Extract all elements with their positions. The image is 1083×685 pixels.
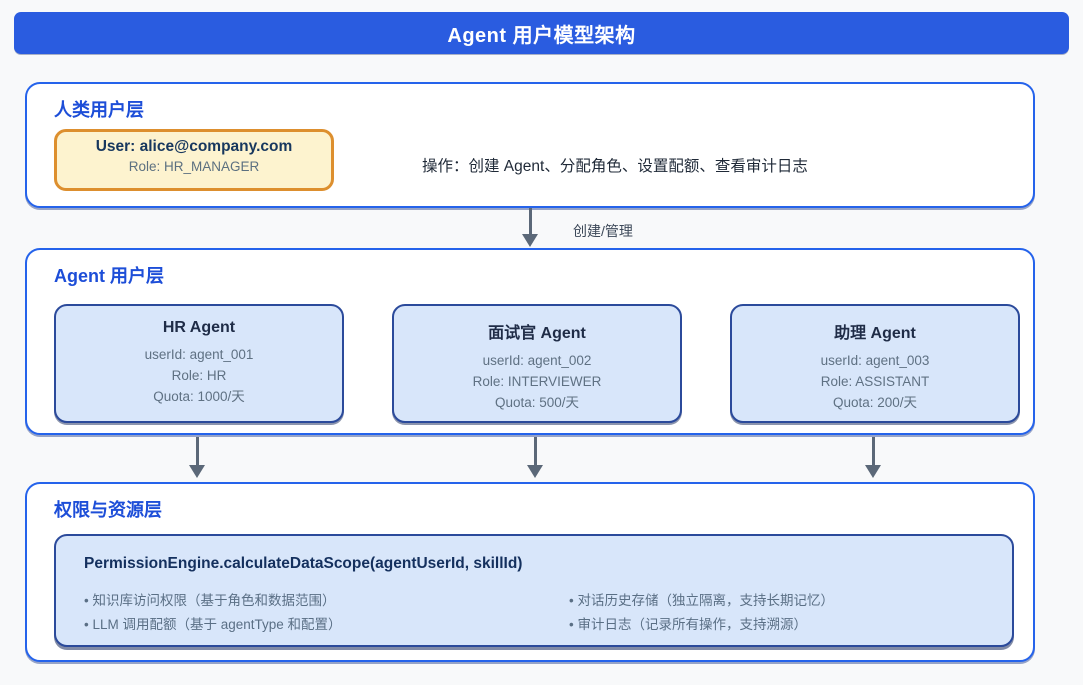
- arrow-down-icon: [522, 208, 538, 247]
- arrow-head: [522, 234, 538, 247]
- permission-resource-layer-section: 权限与资源层 PermissionEngine.calculateDataSco…: [25, 482, 1035, 662]
- agent-card-assistant: 助理 Agent userId: agent_003 Role: ASSISTA…: [730, 304, 1020, 423]
- permission-layer-title: 权限与资源层: [54, 500, 162, 520]
- agent-quota: Quota: 1000/天: [153, 389, 245, 404]
- agent-card-hr: HR Agent userId: agent_001 Role: HR Quot…: [54, 304, 344, 423]
- permission-bullets-right: • 对话历史存储（独立隔离，支持长期记忆） • 审计日志（记录所有操作，支持溯源…: [569, 589, 834, 637]
- agent-name: 面试官 Agent: [488, 325, 586, 342]
- agent-role: Role: INTERVIEWER: [472, 374, 602, 389]
- arrow-shaft: [528, 208, 532, 235]
- bullet-item: • 审计日志（记录所有操作，支持溯源）: [569, 617, 807, 632]
- agent-name: 助理 Agent: [834, 325, 916, 342]
- permission-engine-box: PermissionEngine.calculateDataScope(agen…: [54, 534, 1014, 647]
- user-role-label: Role: HR_MANAGER: [128, 159, 260, 174]
- edge-label-create-manage: 创建/管理: [573, 223, 633, 239]
- agent-user-id: userId: agent_001: [144, 347, 254, 362]
- arrow-head: [189, 465, 205, 478]
- arrow-down-icon: [865, 437, 881, 478]
- agent-user-layer-section: Agent 用户层 HR Agent userId: agent_001 Rol…: [25, 248, 1035, 435]
- agent-role: Role: HR: [171, 368, 227, 383]
- arrow-shaft: [533, 437, 537, 466]
- human-user-layer-section: 人类用户层 User: alice@company.com Role: HR_M…: [25, 82, 1035, 208]
- arrow-head: [865, 465, 881, 478]
- agent-role: Role: ASSISTANT: [820, 374, 930, 389]
- bullet-item: • LLM 调用配额（基于 agentType 和配置）: [84, 617, 342, 632]
- arrow-down-icon: [527, 437, 543, 478]
- arrow-shaft: [871, 437, 875, 466]
- human-layer-title: 人类用户层: [54, 100, 144, 120]
- agent-card-interviewer: 面试官 Agent userId: agent_002 Role: INTERV…: [392, 304, 682, 423]
- permission-engine-signature: PermissionEngine.calculateDataScope(agen…: [84, 555, 523, 572]
- agent-user-id: userId: agent_002: [482, 353, 592, 368]
- arrow-shaft: [195, 437, 199, 466]
- arrow-down-icon: [189, 437, 205, 478]
- bullet-item: • 对话历史存储（独立隔离，支持长期记忆）: [569, 593, 834, 608]
- permission-bullets-left: • 知识库访问权限（基于角色和数据范围） • LLM 调用配额（基于 agent…: [84, 589, 342, 637]
- agent-name: HR Agent: [162, 319, 236, 336]
- arrow-head: [527, 465, 543, 478]
- bullet-item: • 知识库访问权限（基于角色和数据范围）: [84, 593, 336, 608]
- page-title: Agent 用户模型架构: [447, 24, 636, 47]
- agent-quota: Quota: 200/天: [832, 395, 918, 410]
- user-email-label: User: alice@company.com: [95, 138, 293, 155]
- agent-quota: Quota: 500/天: [494, 395, 580, 410]
- agent-user-id: userId: agent_003: [820, 353, 930, 368]
- diagram-title-bar: Agent 用户模型架构: [14, 12, 1069, 54]
- human-actions-text: 操作：创建 Agent、分配角色、设置配额、查看审计日志: [422, 158, 808, 175]
- agent-layer-title: Agent 用户层: [54, 266, 164, 286]
- human-user-card: User: alice@company.com Role: HR_MANAGER: [54, 129, 334, 191]
